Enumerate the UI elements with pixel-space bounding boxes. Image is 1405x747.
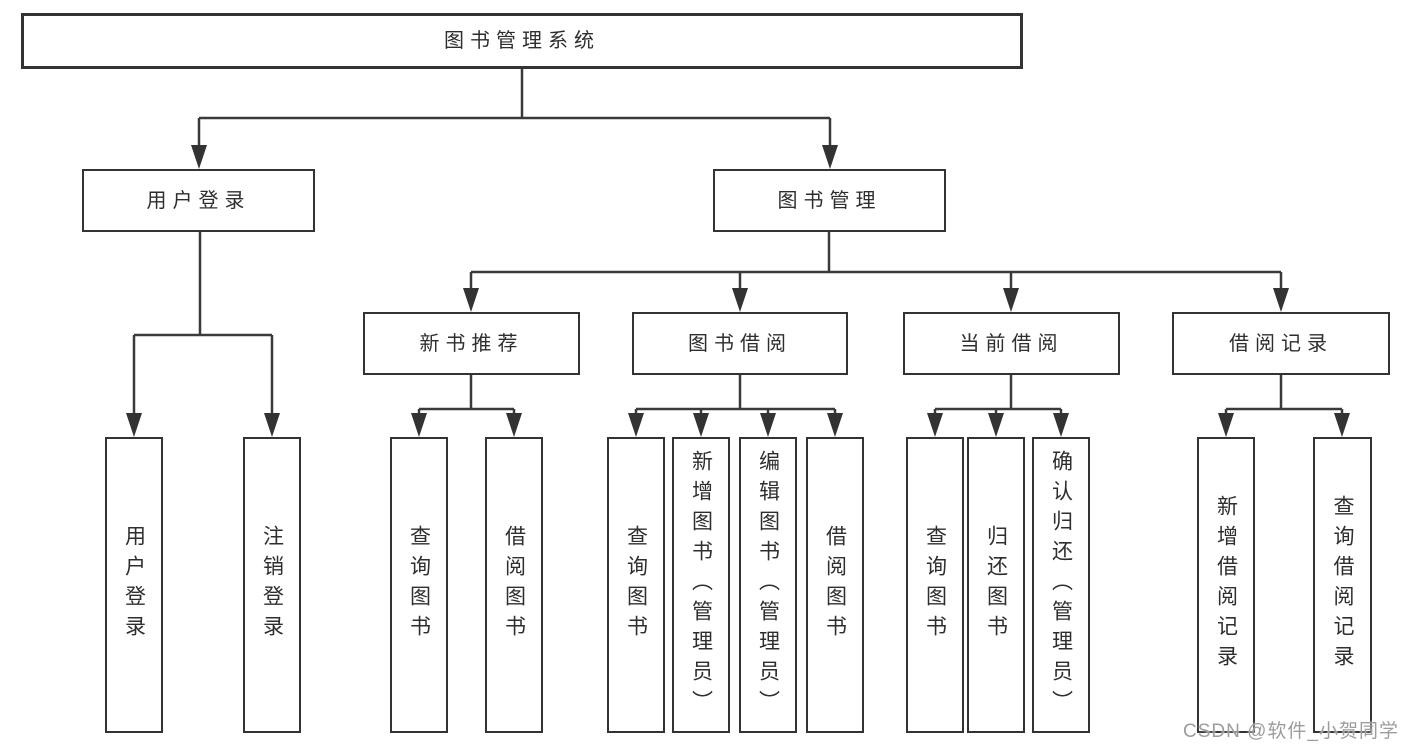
connector-arrowhead bbox=[927, 413, 943, 437]
connector-arrowhead bbox=[126, 413, 142, 437]
connector-arrowhead bbox=[827, 413, 843, 437]
node-label: 注销登录 bbox=[260, 525, 284, 645]
node-leaf-confirm-return: 确认归还（管理员） bbox=[1032, 437, 1090, 733]
node-label: 用户登录 bbox=[146, 189, 251, 212]
node-label: 图书借阅 bbox=[688, 332, 792, 355]
connector-arrowhead bbox=[1334, 413, 1350, 437]
node-leaf-edit-books: 编辑图书（管理员） bbox=[739, 437, 797, 733]
node-leaf-query-books-2: 查询图书 bbox=[607, 437, 665, 733]
node-leaf-return-books: 归还图书 bbox=[967, 437, 1025, 733]
node-label: 新书推荐 bbox=[419, 332, 524, 355]
connector-new-book-recommend-children bbox=[411, 375, 522, 437]
node-book-borrowing: 图书借阅 bbox=[632, 312, 848, 375]
connector-arrowhead bbox=[760, 413, 776, 437]
connector-arrowhead bbox=[1003, 288, 1019, 312]
node-leaf-user-login: 用户登录 bbox=[105, 437, 163, 733]
watermark: CSDN @软件_小贺同学 bbox=[1183, 721, 1399, 742]
node-label: 新增借阅记录 bbox=[1214, 495, 1238, 675]
connector-arrowhead bbox=[191, 145, 207, 169]
node-label: 借阅图书 bbox=[502, 525, 526, 645]
connector-arrowhead bbox=[1053, 413, 1069, 437]
node-new-book-recommend: 新书推荐 bbox=[363, 312, 580, 375]
node-label: 查询借阅记录 bbox=[1331, 495, 1355, 675]
connector-arrowhead bbox=[1218, 413, 1234, 437]
connector-arrowhead bbox=[463, 288, 479, 312]
node-leaf-borrow-books-2: 借阅图书 bbox=[806, 437, 864, 733]
node-leaf-query-borrow-record: 查询借阅记录 bbox=[1313, 437, 1372, 733]
connector-book-borrowing-children bbox=[628, 375, 843, 437]
node-leaf-borrow-books-1: 借阅图书 bbox=[485, 437, 543, 733]
node-user-login: 用户登录 bbox=[82, 169, 315, 232]
node-label: 新增图书（管理员） bbox=[689, 450, 713, 720]
connector-arrowhead bbox=[988, 413, 1004, 437]
connector-root-children bbox=[191, 68, 838, 169]
connector-book-management-children bbox=[463, 232, 1289, 312]
node-label: 借阅图书 bbox=[823, 525, 847, 645]
node-label: 编辑图书（管理员） bbox=[756, 450, 780, 720]
connector-arrowhead bbox=[264, 413, 280, 437]
node-label: 借阅记录 bbox=[1229, 332, 1333, 355]
node-label: 查询图书 bbox=[923, 525, 947, 645]
node-label: 用户登录 bbox=[122, 525, 146, 645]
node-leaf-add-borrow-record: 新增借阅记录 bbox=[1197, 437, 1255, 733]
node-label: 查询图书 bbox=[407, 525, 431, 645]
connector-arrowhead bbox=[1273, 288, 1289, 312]
node-book-management: 图书管理 bbox=[713, 169, 946, 232]
connector-user-login-children bbox=[126, 232, 280, 437]
node-borrowing-records: 借阅记录 bbox=[1172, 312, 1390, 375]
node-label: 图书管理 bbox=[777, 189, 882, 212]
node-root: 图书管理系统 bbox=[21, 13, 1023, 69]
node-label: 当前借阅 bbox=[959, 332, 1064, 355]
node-label: 图书管理系统 bbox=[444, 30, 600, 52]
connector-arrowhead bbox=[732, 288, 748, 312]
connector-arrowhead bbox=[693, 413, 709, 437]
connector-borrowing-records-children bbox=[1218, 375, 1350, 437]
connector-arrowhead bbox=[822, 145, 838, 169]
node-label: 归还图书 bbox=[984, 525, 1008, 645]
connector-arrowhead bbox=[506, 413, 522, 437]
connector-arrowhead bbox=[411, 413, 427, 437]
node-leaf-query-books-3: 查询图书 bbox=[906, 437, 964, 733]
node-leaf-logout: 注销登录 bbox=[243, 437, 301, 733]
connector-arrowhead bbox=[628, 413, 644, 437]
node-current-borrowing: 当前借阅 bbox=[903, 312, 1120, 375]
node-label: 确认归还（管理员） bbox=[1049, 450, 1073, 720]
connector-current-borrowing-children bbox=[927, 375, 1069, 437]
node-label: 查询图书 bbox=[624, 525, 648, 645]
node-leaf-add-books: 新增图书（管理员） bbox=[672, 437, 730, 733]
node-leaf-query-books-1: 查询图书 bbox=[390, 437, 448, 733]
